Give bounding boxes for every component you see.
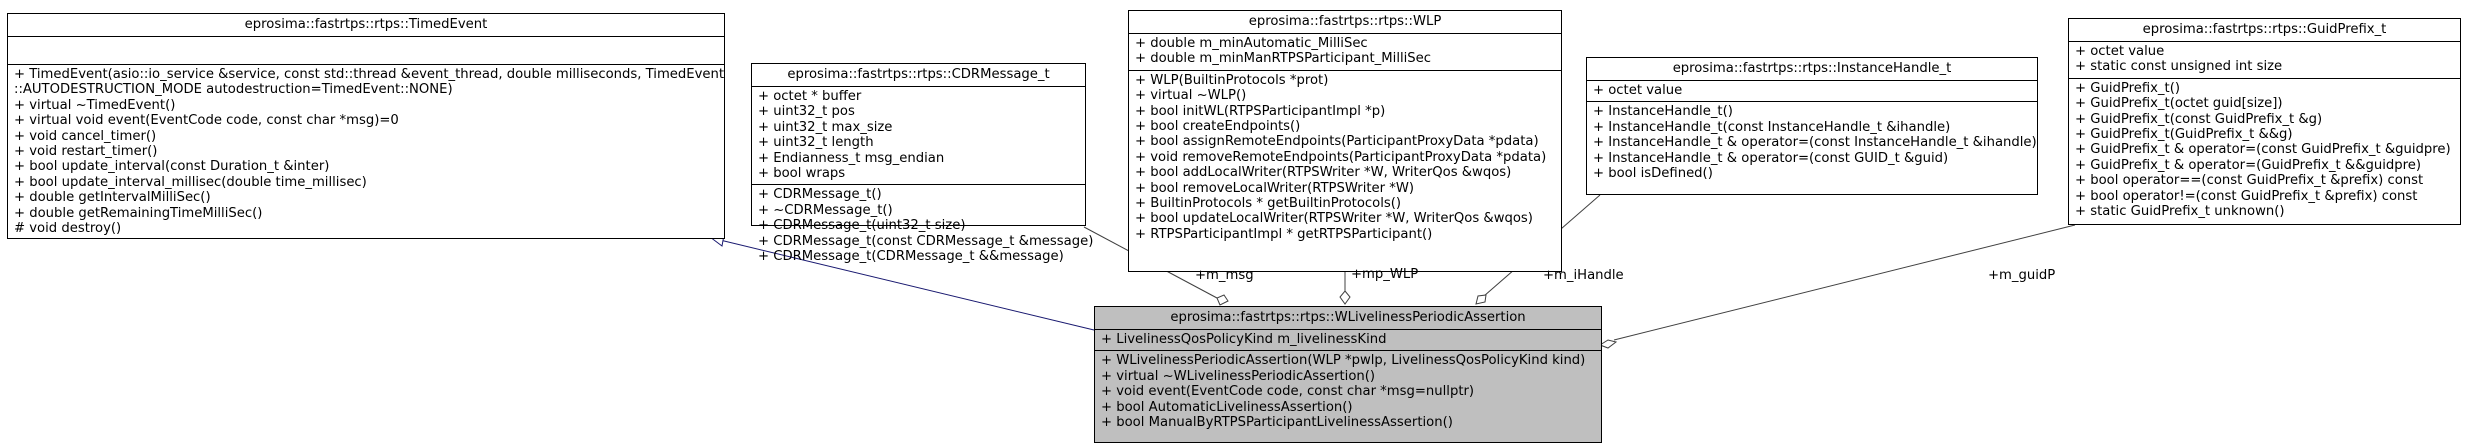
operation: + static GuidPrefix_t unknown() xyxy=(2075,204,2285,220)
attribute: + static const unsigned int size xyxy=(2075,59,2283,75)
inheritance-edge xyxy=(719,239,1095,331)
class-cdr-message: eprosima::fastrtps::rtps::CDRMessage_t +… xyxy=(751,63,1093,264)
attribute: + octet value xyxy=(1593,83,1683,98)
m-guidp-edge xyxy=(1613,224,2076,341)
operations-section: + InstanceHandle_t() + InstanceHandle_t(… xyxy=(1587,101,2037,184)
operation: + GuidPrefix_t & operator=(const GuidPre… xyxy=(2075,142,2451,158)
operation: + bool AutomaticLivelinessAssertion() xyxy=(1101,399,1353,415)
attributes-section: + octet * buffer + uint32_t pos + uint32… xyxy=(752,86,1085,184)
operation: + CDRMessage_t(uint32_t size) xyxy=(758,218,966,234)
operation: + bool operator==(const GuidPrefix_t &pr… xyxy=(2075,173,2424,189)
m-ihandle-diamond xyxy=(1475,294,1487,305)
operations-section: + GuidPrefix_t() + GuidPrefix_t(octet gu… xyxy=(2069,77,2460,223)
m-guidp-diamond xyxy=(1598,339,1618,349)
operations-section: + TimedEvent(asio::io_service &service, … xyxy=(8,64,724,239)
operation: + TimedEvent(asio::io_service &service, … xyxy=(14,67,725,82)
class-wliveliness-periodic-assertion: eprosima::fastrtps::rtps::WLivelinessPer… xyxy=(1094,306,1602,443)
edge-label-mp-wlp: +mp_WLP xyxy=(1351,267,1419,282)
operation: + InstanceHandle_t(const InstanceHandle_… xyxy=(1593,119,1951,135)
operation: + InstanceHandle_t() xyxy=(1593,104,1733,120)
edge-label-m-msg: +m_msg xyxy=(1195,268,1254,283)
attributes-section: + octet value xyxy=(1587,80,2037,101)
operation: + InstanceHandle_t & operator=(const Ins… xyxy=(1593,135,2037,151)
attribute: + double m_minAutomatic_MilliSec xyxy=(1135,36,1368,51)
class-guid-prefix: eprosima::fastrtps::rtps::GuidPrefix_t +… xyxy=(2068,18,2461,225)
operation: + GuidPrefix_t(GuidPrefix_t &&g) xyxy=(2075,127,2293,143)
operations-section: + CDRMessage_t() + ~CDRMessage_t() + CDR… xyxy=(752,184,1094,267)
operation: + virtual ~WLP() xyxy=(1135,88,1247,104)
class-title: eprosima::fastrtps::rtps::InstanceHandle… xyxy=(1672,61,1952,76)
class-title: eprosima::fastrtps::rtps::CDRMessage_t xyxy=(787,67,1050,82)
operation: + GuidPrefix_t() xyxy=(2075,80,2180,96)
operations-section: + WLivelinessPeriodicAssertion(WLP *pwlp… xyxy=(1095,350,1601,433)
operation: + GuidPrefix_t(octet guid[size]) xyxy=(2075,96,2283,112)
operation: + void removeRemoteEndpoints(Participant… xyxy=(1135,149,1547,165)
operation: + GuidPrefix_t(const GuidPrefix_t &g) xyxy=(2075,111,2323,127)
attributes-section: + octet value + static const unsigned in… xyxy=(2069,41,2460,78)
operation: + GuidPrefix_t & operator=(GuidPrefix_t … xyxy=(2075,157,2422,173)
attribute: + octet value xyxy=(2075,44,2165,59)
operation: + bool operator!=(const GuidPrefix_t &pr… xyxy=(2075,188,2418,204)
operations-section: + WLP(BuiltinProtocols *prot) + virtual … xyxy=(1129,69,1561,245)
operation: + bool update_interval(const Duration_t … xyxy=(14,159,330,175)
class-title: eprosima::fastrtps::rtps::TimedEvent xyxy=(244,17,488,32)
operation: + ~CDRMessage_t() xyxy=(758,202,893,218)
attribute: + double m_minManRTPSParticipant_MilliSe… xyxy=(1135,51,1432,67)
operation: + BuiltinProtocols * getBuiltinProtocols… xyxy=(1135,196,1402,212)
operation: + void restart_timer() xyxy=(14,144,158,160)
operation: + void event(EventCode code, const char … xyxy=(1101,384,1475,400)
operation: ::AUTODESTRUCTION_MODE autodestruction=T… xyxy=(14,82,453,98)
operation: + bool removeLocalWriter(RTPSWriter *W) xyxy=(1135,180,1415,196)
operation: + CDRMessage_t(CDRMessage_t &&message) xyxy=(758,249,1064,265)
attribute: + uint32_t max_size xyxy=(758,119,893,135)
class-timed-event: eprosima::fastrtps::rtps::TimedEvent + T… xyxy=(7,13,725,239)
operation: + double getRemainingTimeMilliSec() xyxy=(14,205,263,221)
operation: + bool isDefined() xyxy=(1593,166,1713,182)
operation: + RTPSParticipantImpl * getRTPSParticipa… xyxy=(1135,226,1433,242)
operation: + virtual ~TimedEvent() xyxy=(14,97,176,113)
attribute: + uint32_t pos xyxy=(758,104,855,120)
class-title: eprosima::fastrtps::rtps::GuidPrefix_t xyxy=(2142,22,2387,37)
operation: + InstanceHandle_t & operator=(const GUI… xyxy=(1593,150,1949,166)
edge-label-m-ihandle: +m_iHandle xyxy=(1543,268,1624,283)
operation: + bool createEndpoints() xyxy=(1135,119,1301,135)
operation: + CDRMessage_t(const CDRMessage_t &messa… xyxy=(758,233,1094,249)
operation: + double getIntervalMilliSec() xyxy=(14,190,211,206)
operation: + void cancel_timer() xyxy=(14,128,157,144)
attribute: + LivelinessQosPolicyKind m_livelinessKi… xyxy=(1101,332,1387,347)
operation: + bool addLocalWriter(RTPSWriter *W, Wri… xyxy=(1135,165,1512,181)
m-msg-diamond xyxy=(1216,294,1229,306)
operation: + bool update_interval_millisec(double t… xyxy=(14,174,367,190)
attribute: + bool wraps xyxy=(758,166,846,182)
operation: + WLivelinessPeriodicAssertion(WLP *pwlp… xyxy=(1101,353,1586,369)
operation: + virtual ~WLivelinessPeriodicAssertion(… xyxy=(1101,368,1376,384)
attribute: + uint32_t length xyxy=(758,135,874,151)
operation: + bool assignRemoteEndpoints(Participant… xyxy=(1135,134,1539,150)
attributes-section: + LivelinessQosPolicyKind m_livelinessKi… xyxy=(1095,329,1601,350)
operation: + CDRMessage_t() xyxy=(758,187,882,203)
operation: + bool ManualByRTPSParticipantLiveliness… xyxy=(1101,415,1453,431)
operation: + bool updateLocalWriter(RTPSWriter *W, … xyxy=(1135,211,1533,227)
class-wlp: eprosima::fastrtps::rtps::WLP + double m… xyxy=(1128,10,1562,272)
attributes-section xyxy=(8,36,724,64)
class-title: eprosima::fastrtps::rtps::WLivelinessPer… xyxy=(1170,310,1526,325)
operation: + WLP(BuiltinProtocols *prot) xyxy=(1135,72,1329,88)
operation: + bool initWL(RTPSParticipantImpl *p) xyxy=(1135,103,1386,119)
mp-wlp-diamond xyxy=(1339,290,1351,305)
attribute: + Endianness_t msg_endian xyxy=(758,150,945,166)
edge-label-m-guidp: +m_guidP xyxy=(1988,268,2056,283)
class-instance-handle: eprosima::fastrtps::rtps::InstanceHandle… xyxy=(1586,57,2038,195)
attribute: + octet * buffer xyxy=(758,89,862,104)
operation: + virtual void event(EventCode code, con… xyxy=(14,113,399,129)
class-title: eprosima::fastrtps::rtps::WLP xyxy=(1248,14,1442,29)
operation: # void destroy() xyxy=(14,221,122,237)
attributes-section: + double m_minAutomatic_MilliSec + doubl… xyxy=(1129,33,1561,70)
